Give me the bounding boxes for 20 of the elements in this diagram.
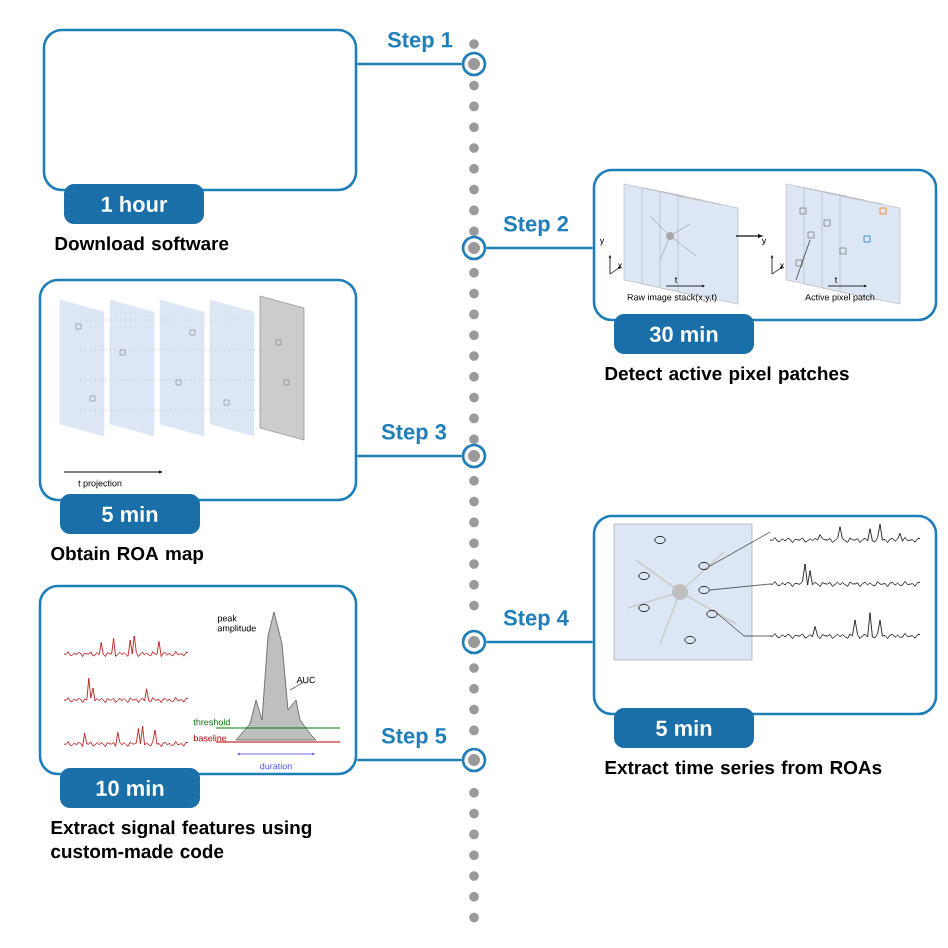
step-label: Step 5	[381, 728, 447, 748]
step-label: Step 2	[503, 216, 568, 236]
step-caption: Obtain ROA map	[51, 546, 204, 565]
step-marker	[461, 747, 487, 773]
step-marker	[461, 51, 487, 77]
step-marker	[461, 629, 487, 655]
time-badge: 5 min	[60, 494, 200, 534]
time-badge: 10 min	[60, 768, 200, 808]
time-badge: 5 min	[614, 708, 754, 748]
step-label: Step 1	[387, 32, 453, 52]
step-label: Step 3	[381, 424, 447, 444]
time-badge: 1 hour	[64, 184, 204, 224]
step-caption: Download software	[55, 236, 229, 251]
step-caption: Extract time series from ROAs	[605, 760, 882, 775]
step-caption: Extract signal features using custom-made code	[51, 820, 312, 859]
step-marker	[461, 443, 487, 469]
step-caption: Detect active pixel patches	[605, 366, 849, 385]
step-marker	[461, 235, 487, 261]
step-label: Step 4	[503, 610, 569, 630]
time-badge: 30 min	[614, 314, 754, 354]
